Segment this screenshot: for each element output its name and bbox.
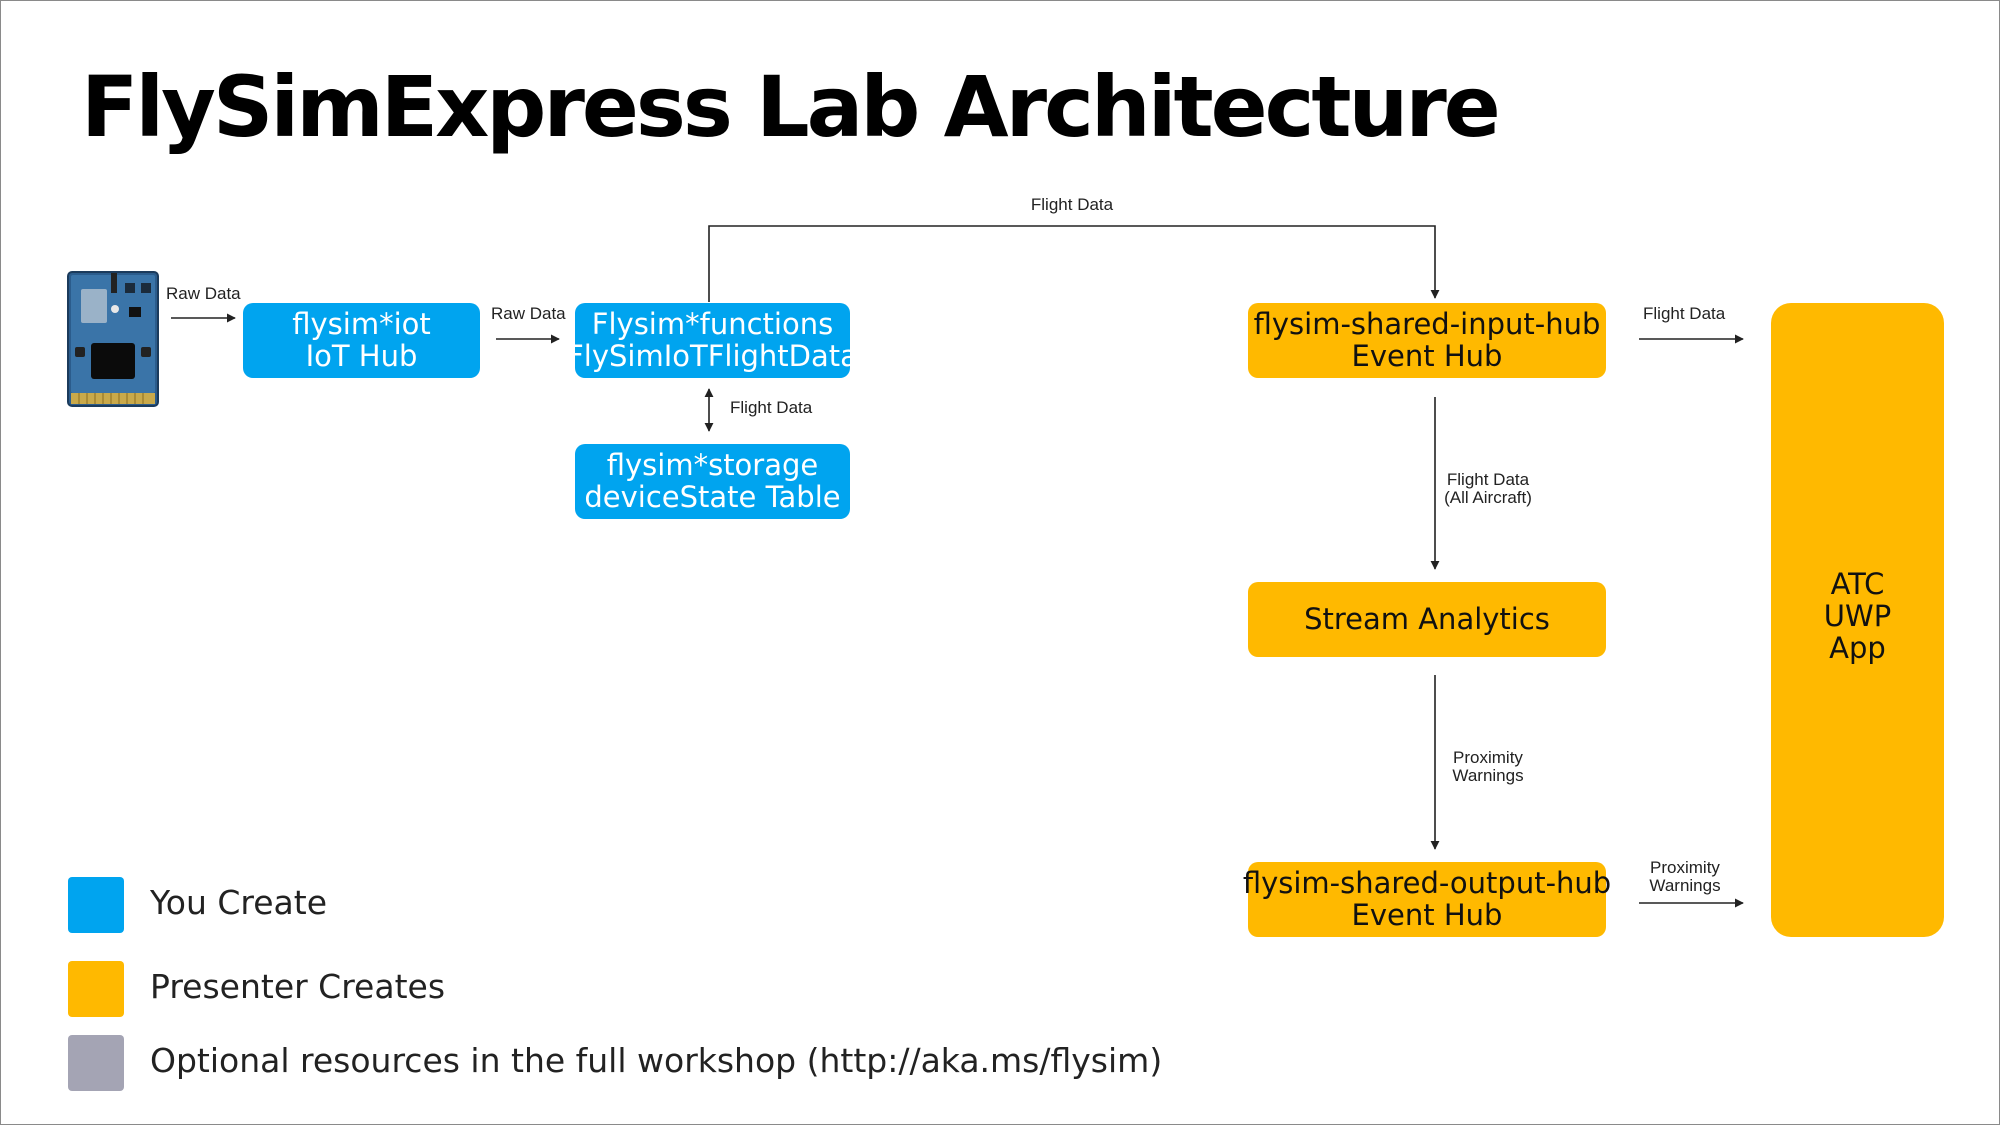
node-atc-line: UWP bbox=[1823, 598, 1892, 633]
node-output-hub-type: Event Hub bbox=[1351, 897, 1503, 932]
page-title: FlySimExpress Lab Architecture bbox=[81, 58, 1501, 156]
node-input-hub-type: Event Hub bbox=[1351, 338, 1503, 373]
legend-swatch-you-create bbox=[68, 877, 124, 933]
node-input-hub[interactable]: flysim-shared-input-hub Event Hub bbox=[1248, 303, 1606, 378]
arrow-functions-to-input-hub bbox=[708, 225, 1440, 302]
node-functions-name: Flysim*functions bbox=[591, 307, 834, 342]
legend-label-you-create: You Create bbox=[150, 883, 328, 922]
edge-label-input-hub-to-sa: Flight Data (All Aircraft) bbox=[1444, 471, 1532, 507]
edge-label-line: (All Aircraft) bbox=[1444, 487, 1532, 507]
node-iot-hub[interactable]: flysim*iot IoT Hub bbox=[243, 303, 480, 378]
node-storage-table: deviceState Table bbox=[584, 479, 841, 514]
node-atc-line: ATC bbox=[1830, 567, 1885, 601]
node-input-hub-name: flysim-shared-input-hub bbox=[1253, 307, 1601, 342]
node-atc-line: App bbox=[1829, 630, 1886, 665]
node-atc-uwp-app[interactable]: ATC UWP App bbox=[1771, 303, 1944, 937]
iot-devkit-board-icon bbox=[67, 271, 159, 407]
legend-swatch-optional bbox=[68, 1035, 124, 1091]
node-iot-hub-name: flysim*iot bbox=[292, 307, 431, 342]
edge-label-line: Proximity bbox=[1650, 858, 1720, 877]
node-storage[interactable]: flysim*storage deviceState Table bbox=[575, 444, 850, 519]
edge-label-line: Warnings bbox=[1649, 875, 1721, 895]
edge-label-functions-to-input-hub: Flight Data bbox=[1030, 195, 1114, 214]
node-output-hub-name: flysim-shared-output-hub bbox=[1242, 866, 1612, 901]
edge-label-output-hub-to-atc: Proximity Warnings bbox=[1649, 859, 1720, 895]
edge-label-device-to-iot: Raw Data bbox=[166, 284, 241, 303]
node-functions[interactable]: Flysim*functions FlySimIoTFlightData bbox=[567, 303, 858, 378]
legend-swatch-presenter-creates bbox=[68, 961, 124, 1017]
edge-label-functions-storage: Flight Data bbox=[730, 398, 813, 417]
edge-label-iot-to-functions: Raw Data bbox=[491, 304, 566, 323]
edge-label-input-hub-to-atc: Flight Data bbox=[1643, 304, 1726, 323]
node-stream-analytics[interactable]: Stream Analytics bbox=[1248, 582, 1606, 657]
edge-label-line: Flight Data bbox=[1446, 470, 1530, 489]
edge-label-sa-to-output-hub: Proximity Warnings bbox=[1452, 749, 1523, 785]
node-storage-name: flysim*storage bbox=[606, 448, 819, 483]
node-iot-hub-type: IoT Hub bbox=[305, 338, 418, 373]
node-output-hub[interactable]: flysim-shared-output-hub Event Hub bbox=[1243, 862, 1611, 937]
edge-label-line: Proximity bbox=[1453, 748, 1523, 767]
legend-label-presenter-creates: Presenter Creates bbox=[150, 967, 446, 1006]
node-functions-function: FlySimIoTFlightData bbox=[567, 338, 858, 373]
edge-label-line: Warnings bbox=[1452, 765, 1524, 785]
legend-label-optional: Optional resources in the full workshop … bbox=[150, 1041, 1163, 1080]
node-stream-analytics-name: Stream Analytics bbox=[1304, 601, 1550, 636]
